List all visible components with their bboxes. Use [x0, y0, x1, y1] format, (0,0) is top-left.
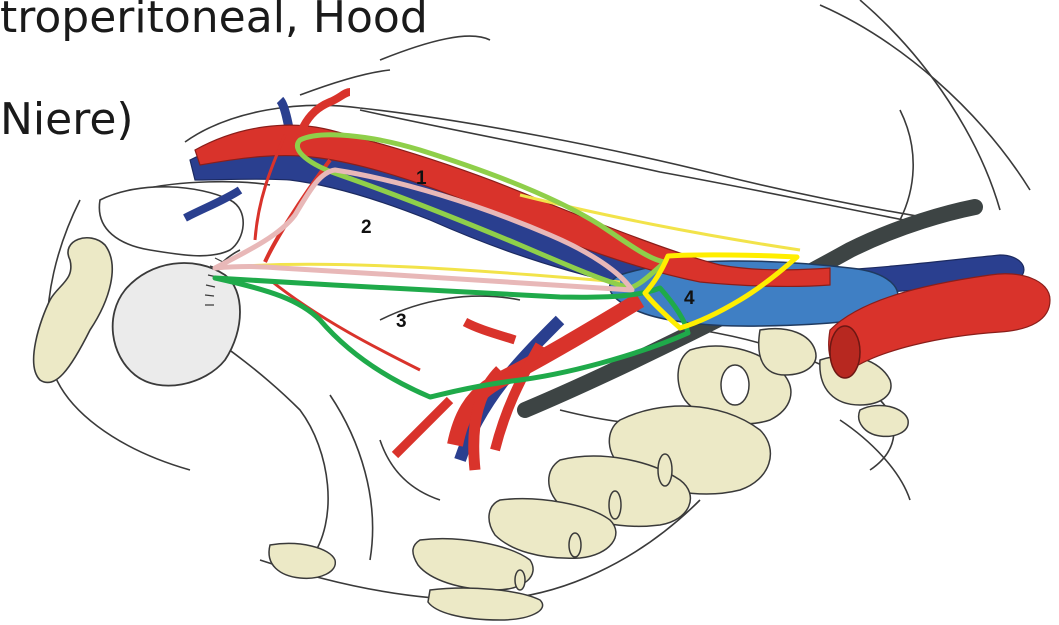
- slide-text-line-2: Niere): [0, 98, 134, 142]
- pelvis-left-bone: [34, 187, 244, 386]
- region-label-4: 4: [684, 288, 695, 309]
- region-label-3: 3: [396, 311, 407, 332]
- slide-text-line-1: troperitoneal, Hood: [0, 0, 428, 40]
- region-3-outline: [215, 278, 688, 397]
- region-label-2: 2: [361, 217, 372, 238]
- region-label-1: 1: [416, 168, 427, 189]
- vessel-cross-section: [830, 326, 860, 378]
